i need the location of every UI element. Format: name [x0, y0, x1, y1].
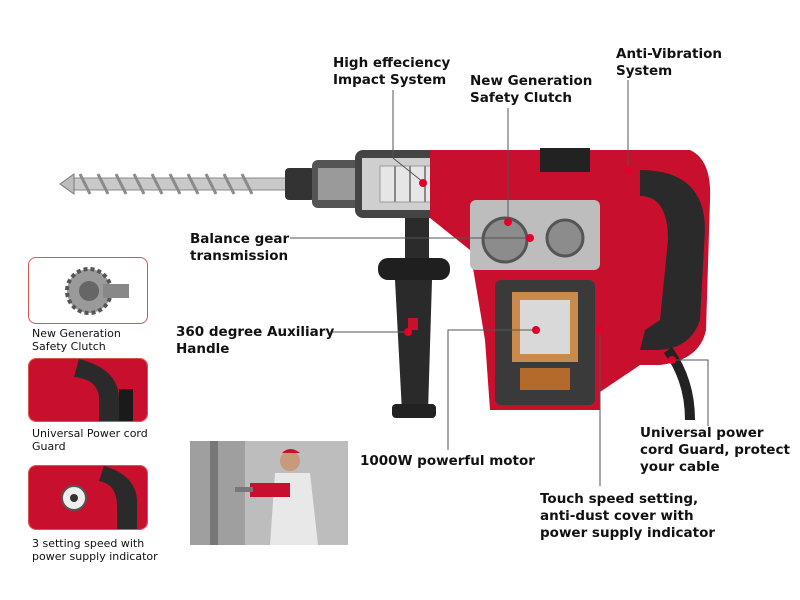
- thumbnail-label-safety-clutch: New Generation Safety Clutch: [32, 327, 121, 353]
- housing: [430, 148, 711, 421]
- drill-bit: [59, 173, 293, 195]
- callout-safety-clutch: New Generation Safety Clutch: [470, 73, 593, 106]
- leader-lines: [290, 80, 709, 486]
- thumbnail-speed-setting: [28, 465, 148, 530]
- thumbnail-label-cord-guard: Universal Power cord Guard: [32, 427, 148, 453]
- thumbnail-cord-guard: [28, 358, 148, 422]
- clutch-gear-icon: [65, 267, 129, 315]
- auxiliary-handle: [378, 218, 450, 418]
- callout-impact-system: High effeciency Impact System: [333, 55, 451, 88]
- thumbnail-safety-clutch: [28, 257, 148, 324]
- worker-using-drill-image: [190, 441, 348, 545]
- callout-speed-setting: Touch speed setting, anti-dust cover wit…: [540, 491, 716, 541]
- callout-cord-guard: Universal power cord Guard, protect your…: [640, 425, 790, 475]
- chuck: [285, 160, 362, 208]
- thumbnail-label-speed-setting: 3 setting speed with power supply indica…: [32, 537, 158, 563]
- callout-aux-handle: 360 degree Auxiliary Handle: [176, 324, 335, 357]
- worker-photo: [190, 441, 348, 545]
- callout-anti-vibration: Anti-Vibration System: [616, 46, 722, 79]
- callout-balance-gear: Balance gear transmission: [190, 231, 290, 264]
- speed-setting-icon: [29, 466, 147, 529]
- cord-guard-icon: [29, 359, 147, 421]
- callout-dots: [404, 166, 676, 364]
- callout-motor: 1000W powerful motor: [360, 453, 535, 469]
